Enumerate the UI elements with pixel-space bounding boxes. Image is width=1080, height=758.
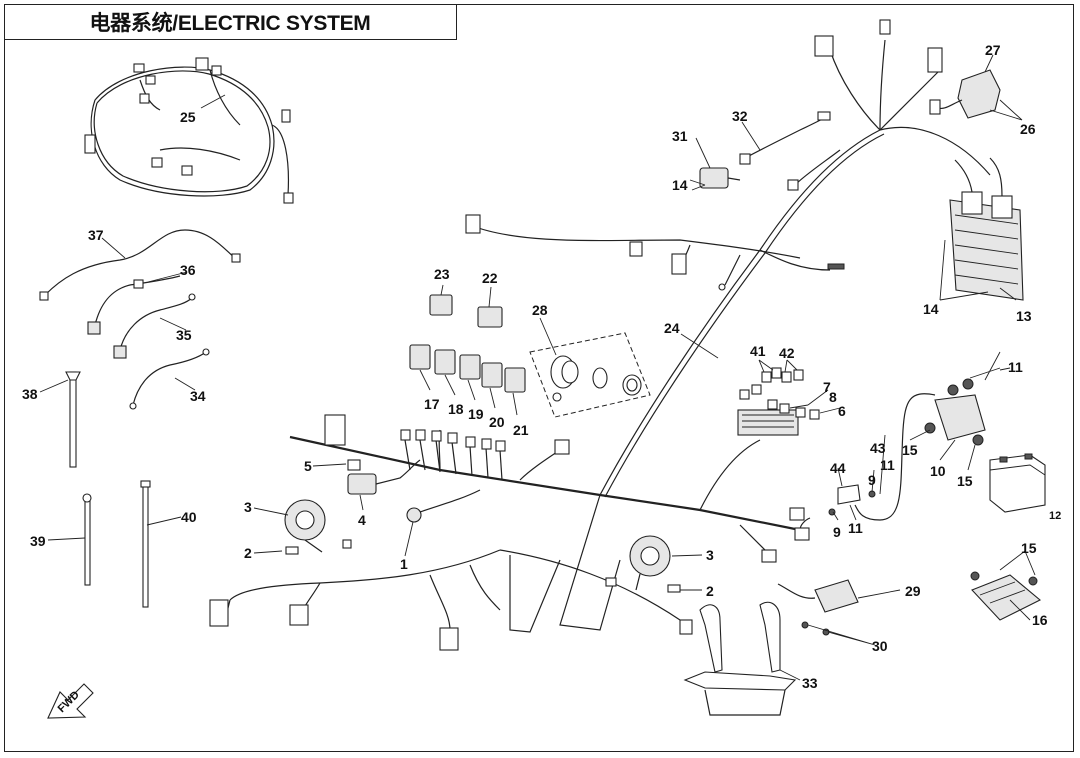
starter-relay-10	[924, 378, 986, 446]
sensor-29	[777, 579, 859, 636]
callout-10: 10	[930, 463, 946, 479]
callout-32: 32	[732, 108, 748, 124]
relay-23	[429, 294, 453, 316]
callout-35: 35	[176, 327, 192, 343]
callout-4: 4	[358, 512, 366, 528]
callout-15-b: 15	[957, 473, 973, 489]
clip-5	[347, 459, 361, 471]
callout-7: 7	[823, 379, 831, 395]
callout-34: 34	[190, 388, 206, 404]
title-box: 电器系统/ELECTRIC SYSTEM	[4, 4, 457, 40]
callout-15-c: 15	[1021, 540, 1037, 556]
callout-18: 18	[448, 401, 464, 417]
callout-9-b: 9	[833, 524, 841, 540]
relay-19	[459, 354, 481, 380]
callout-38: 38	[22, 386, 38, 402]
sensor-31	[699, 167, 741, 189]
cable-36	[87, 275, 181, 335]
callout-36: 36	[180, 262, 196, 278]
horn-left-3	[284, 499, 326, 555]
relay-21	[504, 367, 526, 393]
relay-22	[477, 306, 503, 328]
callout-14-b: 14	[923, 301, 939, 317]
callout-5: 5	[304, 458, 312, 474]
relay-18	[434, 349, 456, 375]
callout-21: 21	[513, 422, 529, 438]
callout-37: 37	[88, 227, 104, 243]
callout-2-left: 2	[244, 545, 252, 561]
callout-33: 33	[802, 675, 818, 691]
cable-37	[39, 229, 241, 301]
callout-12: 12	[1049, 510, 1061, 522]
sensor-1	[406, 489, 481, 523]
cable-35	[113, 293, 196, 359]
callout-23: 23	[434, 266, 450, 282]
callout-30: 30	[872, 638, 888, 654]
callout-13: 13	[1016, 308, 1032, 324]
callout-16: 16	[1032, 612, 1048, 628]
callout-11-a: 11	[1008, 359, 1023, 375]
cable-tie-40	[140, 480, 151, 608]
callout-11-b: 11	[880, 457, 895, 473]
cable-tie-38	[65, 371, 81, 468]
callout-41: 41	[750, 343, 766, 359]
relay-20	[481, 362, 503, 388]
callout-28: 28	[532, 302, 548, 318]
harness-43	[854, 393, 936, 521]
callout-20: 20	[489, 414, 505, 430]
cable-32	[739, 111, 831, 165]
callout-11-c: 11	[848, 520, 863, 536]
callout-17: 17	[424, 396, 440, 412]
callout-29: 29	[905, 583, 921, 599]
callout-24: 24	[664, 320, 680, 336]
callout-8: 8	[829, 389, 837, 405]
callout-26: 26	[1020, 121, 1036, 137]
callout-27: 27	[985, 42, 1001, 58]
callout-19: 19	[468, 406, 484, 422]
regulator-13	[949, 157, 1024, 301]
main-harness-24	[209, 19, 991, 651]
callout-39: 39	[30, 533, 46, 549]
fuse-box	[737, 367, 820, 436]
switch-4	[347, 459, 421, 495]
ecu-16	[970, 571, 1041, 621]
sub-harness-25	[84, 57, 294, 204]
leader-lines	[39, 54, 1036, 681]
page-title: 电器系统/ELECTRIC SYSTEM	[89, 11, 371, 35]
callout-6: 6	[838, 403, 846, 419]
callout-25: 25	[180, 109, 196, 125]
callout-3-left: 3	[244, 499, 252, 515]
cable-tie-39	[82, 493, 92, 586]
callout-14-a: 14	[672, 177, 688, 193]
callout-31: 31	[672, 128, 688, 144]
drawing-frame	[4, 4, 1074, 752]
horn-right-3	[629, 535, 681, 593]
callout-22: 22	[482, 270, 498, 286]
callout-3-right: 3	[706, 547, 714, 563]
callout-42: 42	[779, 345, 795, 361]
callout-2-right: 2	[706, 583, 714, 599]
battery-12	[989, 453, 1046, 513]
callout-44: 44	[830, 460, 846, 476]
fwd-arrow-icon: FWD	[47, 683, 94, 719]
callout-9-a: 9	[868, 472, 876, 488]
callout-15-a: 15	[902, 442, 918, 458]
cable-34	[129, 348, 210, 410]
power-socket-kit-28	[529, 332, 651, 418]
ignition-coil-27	[929, 69, 1001, 119]
callout-40: 40	[181, 509, 197, 525]
cover-33	[683, 601, 797, 716]
callout-labels: 25 37 36 35 34 38 39 40 3 2 4 5 1 23 22 …	[22, 42, 1061, 691]
callout-1: 1	[400, 556, 408, 572]
callout-43: 43	[870, 440, 886, 456]
relay-connector-row	[324, 414, 506, 481]
relay-17	[409, 344, 431, 370]
